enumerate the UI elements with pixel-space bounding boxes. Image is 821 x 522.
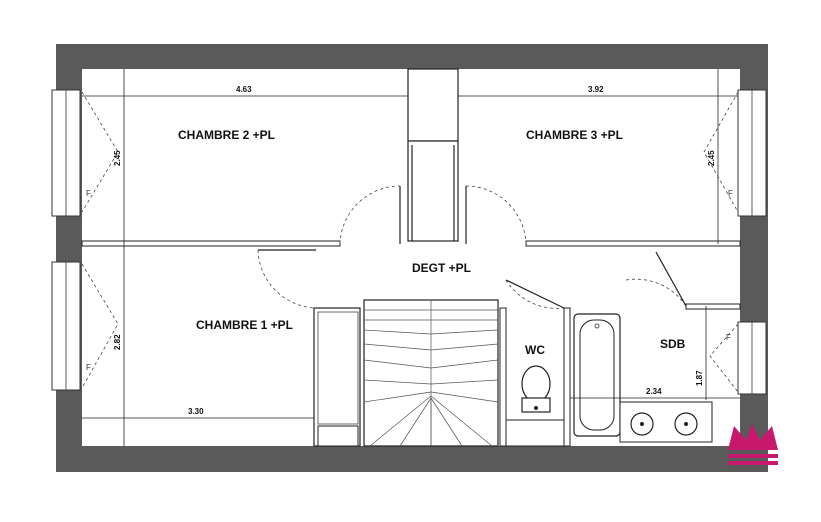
window-mark: F xyxy=(726,333,731,342)
bathtub xyxy=(573,313,621,437)
window-mark: F xyxy=(728,189,733,198)
dim-label-sdb-depth: 1.87 xyxy=(695,370,704,386)
dim-label-ch3-width: 3.92 xyxy=(588,85,604,94)
windows xyxy=(51,89,767,395)
dim-label-ch2-width: 4.63 xyxy=(236,85,252,94)
doors xyxy=(257,185,687,309)
room-label-chambre2: CHAMBRE 2 +PL xyxy=(178,128,275,142)
room-label-chambre3: CHAMBRE 3 +PL xyxy=(526,128,623,142)
dim-label-ch3-depth: 2.45 xyxy=(707,150,716,166)
room-label-sdb: SDB xyxy=(660,337,686,351)
room-label-chambre1: CHAMBRE 1 +PL xyxy=(196,318,293,332)
crown-icon xyxy=(728,424,778,465)
window-swings xyxy=(81,91,739,393)
dim-label-sdb-width: 2.34 xyxy=(646,387,662,396)
window-mark: F xyxy=(86,363,91,372)
dim-label-ch2-depth: 2.45 xyxy=(113,150,122,166)
toilet xyxy=(521,365,551,413)
staircase xyxy=(363,299,499,447)
dim-label-ch1-depth: 2.82 xyxy=(113,334,122,350)
room-label-wc: WC xyxy=(525,343,545,357)
window-mark: F xyxy=(86,189,91,198)
dimension-lines xyxy=(82,69,740,446)
dim-label-ch1-width: 3.30 xyxy=(188,407,204,416)
double-sink xyxy=(619,401,713,443)
room-label-degt: DEGT +PL xyxy=(412,261,471,275)
interior-walls xyxy=(81,68,741,447)
